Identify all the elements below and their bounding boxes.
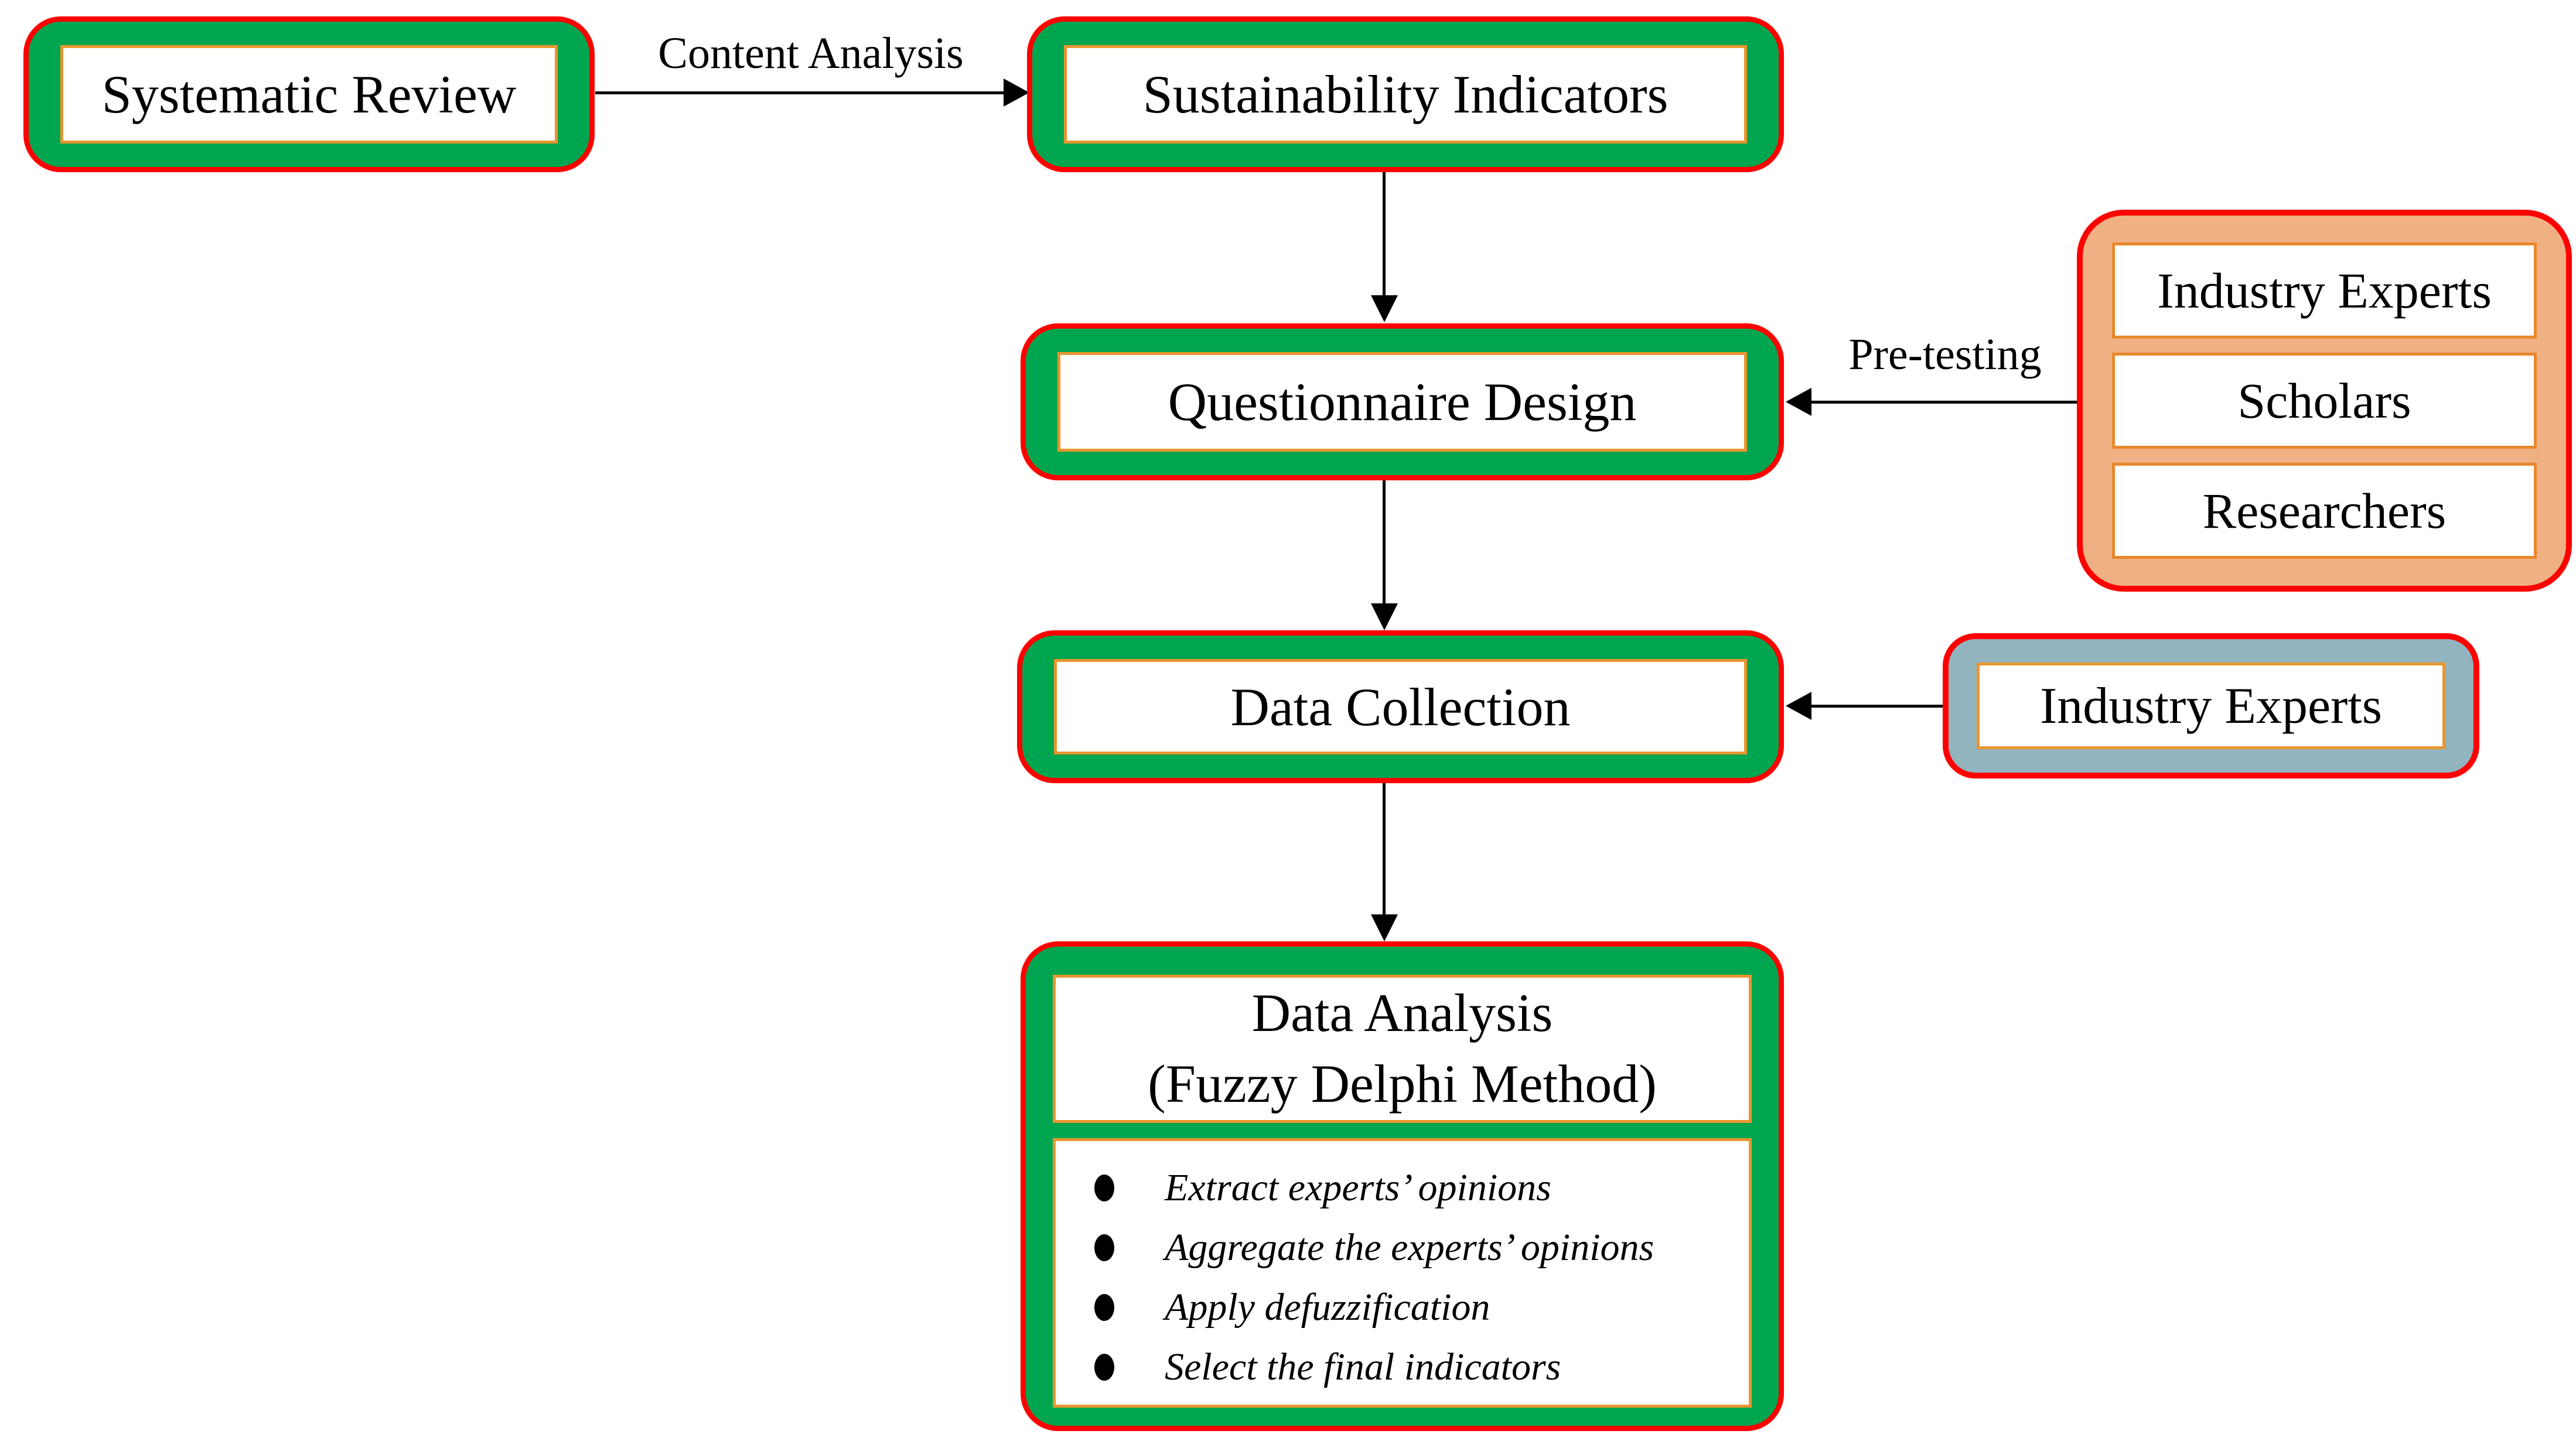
node-industry-experts: Industry Experts bbox=[1943, 633, 2479, 779]
pretesting-item-scholars: Scholars bbox=[2112, 353, 2537, 449]
edge-label-content-analysis: Content Analysis bbox=[658, 29, 964, 78]
pretesting-item-industry-experts: Industry Experts bbox=[2112, 243, 2537, 339]
pretesting-item-researchers: Researchers bbox=[2112, 463, 2537, 559]
node-data-collection: Data Collection bbox=[1017, 630, 1784, 783]
arrowhead-left-icon bbox=[1786, 692, 1811, 720]
node-data-collection-label: Data Collection bbox=[1054, 659, 1747, 754]
arrow-collection-to-analysis-line bbox=[1383, 783, 1386, 916]
analysis-step-label: Aggregate the experts’ opinions bbox=[1165, 1225, 1654, 1269]
data-analysis-title-line2: (Fuzzy Delphi Method) bbox=[1148, 1054, 1657, 1114]
arrowhead-down-icon bbox=[1371, 603, 1398, 630]
analysis-step-label: Apply defuzzification bbox=[1165, 1285, 1490, 1329]
arrow-experts-to-collection-line bbox=[1810, 705, 1943, 708]
data-analysis-steps: Extract experts’ opinions Aggregate the … bbox=[1053, 1138, 1752, 1408]
arrow-content-analysis-line bbox=[595, 91, 1004, 94]
arrowhead-down-icon bbox=[1371, 295, 1398, 322]
analysis-step-row: Apply defuzzification bbox=[1094, 1285, 1731, 1330]
panel-pretesting-experts: Industry Experts Scholars Researchers bbox=[2077, 210, 2572, 592]
analysis-step-row: Extract experts’ opinions bbox=[1094, 1166, 1731, 1210]
node-data-analysis: Data Analysis (Fuzzy Delphi Method) Extr… bbox=[1021, 941, 1784, 1431]
arrowhead-left-icon bbox=[1786, 388, 1811, 416]
node-sustainability-indicators: Sustainability Indicators bbox=[1027, 16, 1784, 172]
analysis-step-row: Select the final indicators bbox=[1094, 1345, 1731, 1389]
bullet-icon bbox=[1094, 1353, 1114, 1381]
node-sustainability-indicators-label: Sustainability Indicators bbox=[1064, 45, 1747, 144]
node-systematic-review-label: Systematic Review bbox=[60, 45, 558, 144]
arrowhead-down-icon bbox=[1371, 914, 1398, 941]
analysis-step-label: Select the final indicators bbox=[1165, 1345, 1561, 1388]
arrow-questionnaire-to-collection-line bbox=[1383, 480, 1386, 605]
analysis-step-label: Extract experts’ opinions bbox=[1165, 1166, 1551, 1209]
node-questionnaire-design: Questionnaire Design bbox=[1021, 323, 1784, 480]
node-industry-experts-label: Industry Experts bbox=[1977, 663, 2445, 749]
arrow-indicators-to-questionnaire-line bbox=[1383, 172, 1386, 295]
arrow-pretesting-line bbox=[1810, 401, 2078, 404]
bullet-icon bbox=[1094, 1174, 1114, 1201]
bullet-icon bbox=[1094, 1234, 1114, 1261]
bullet-icon bbox=[1094, 1293, 1114, 1321]
analysis-step-row: Aggregate the experts’ opinions bbox=[1094, 1225, 1731, 1270]
edge-label-pre-testing: Pre-testing bbox=[1848, 330, 2042, 379]
node-systematic-review: Systematic Review bbox=[23, 16, 595, 172]
node-questionnaire-design-label: Questionnaire Design bbox=[1057, 352, 1747, 452]
arrowhead-right-icon bbox=[1004, 78, 1029, 107]
data-analysis-title: Data Analysis (Fuzzy Delphi Method) bbox=[1053, 975, 1752, 1123]
data-analysis-title-line1: Data Analysis bbox=[1251, 983, 1553, 1043]
